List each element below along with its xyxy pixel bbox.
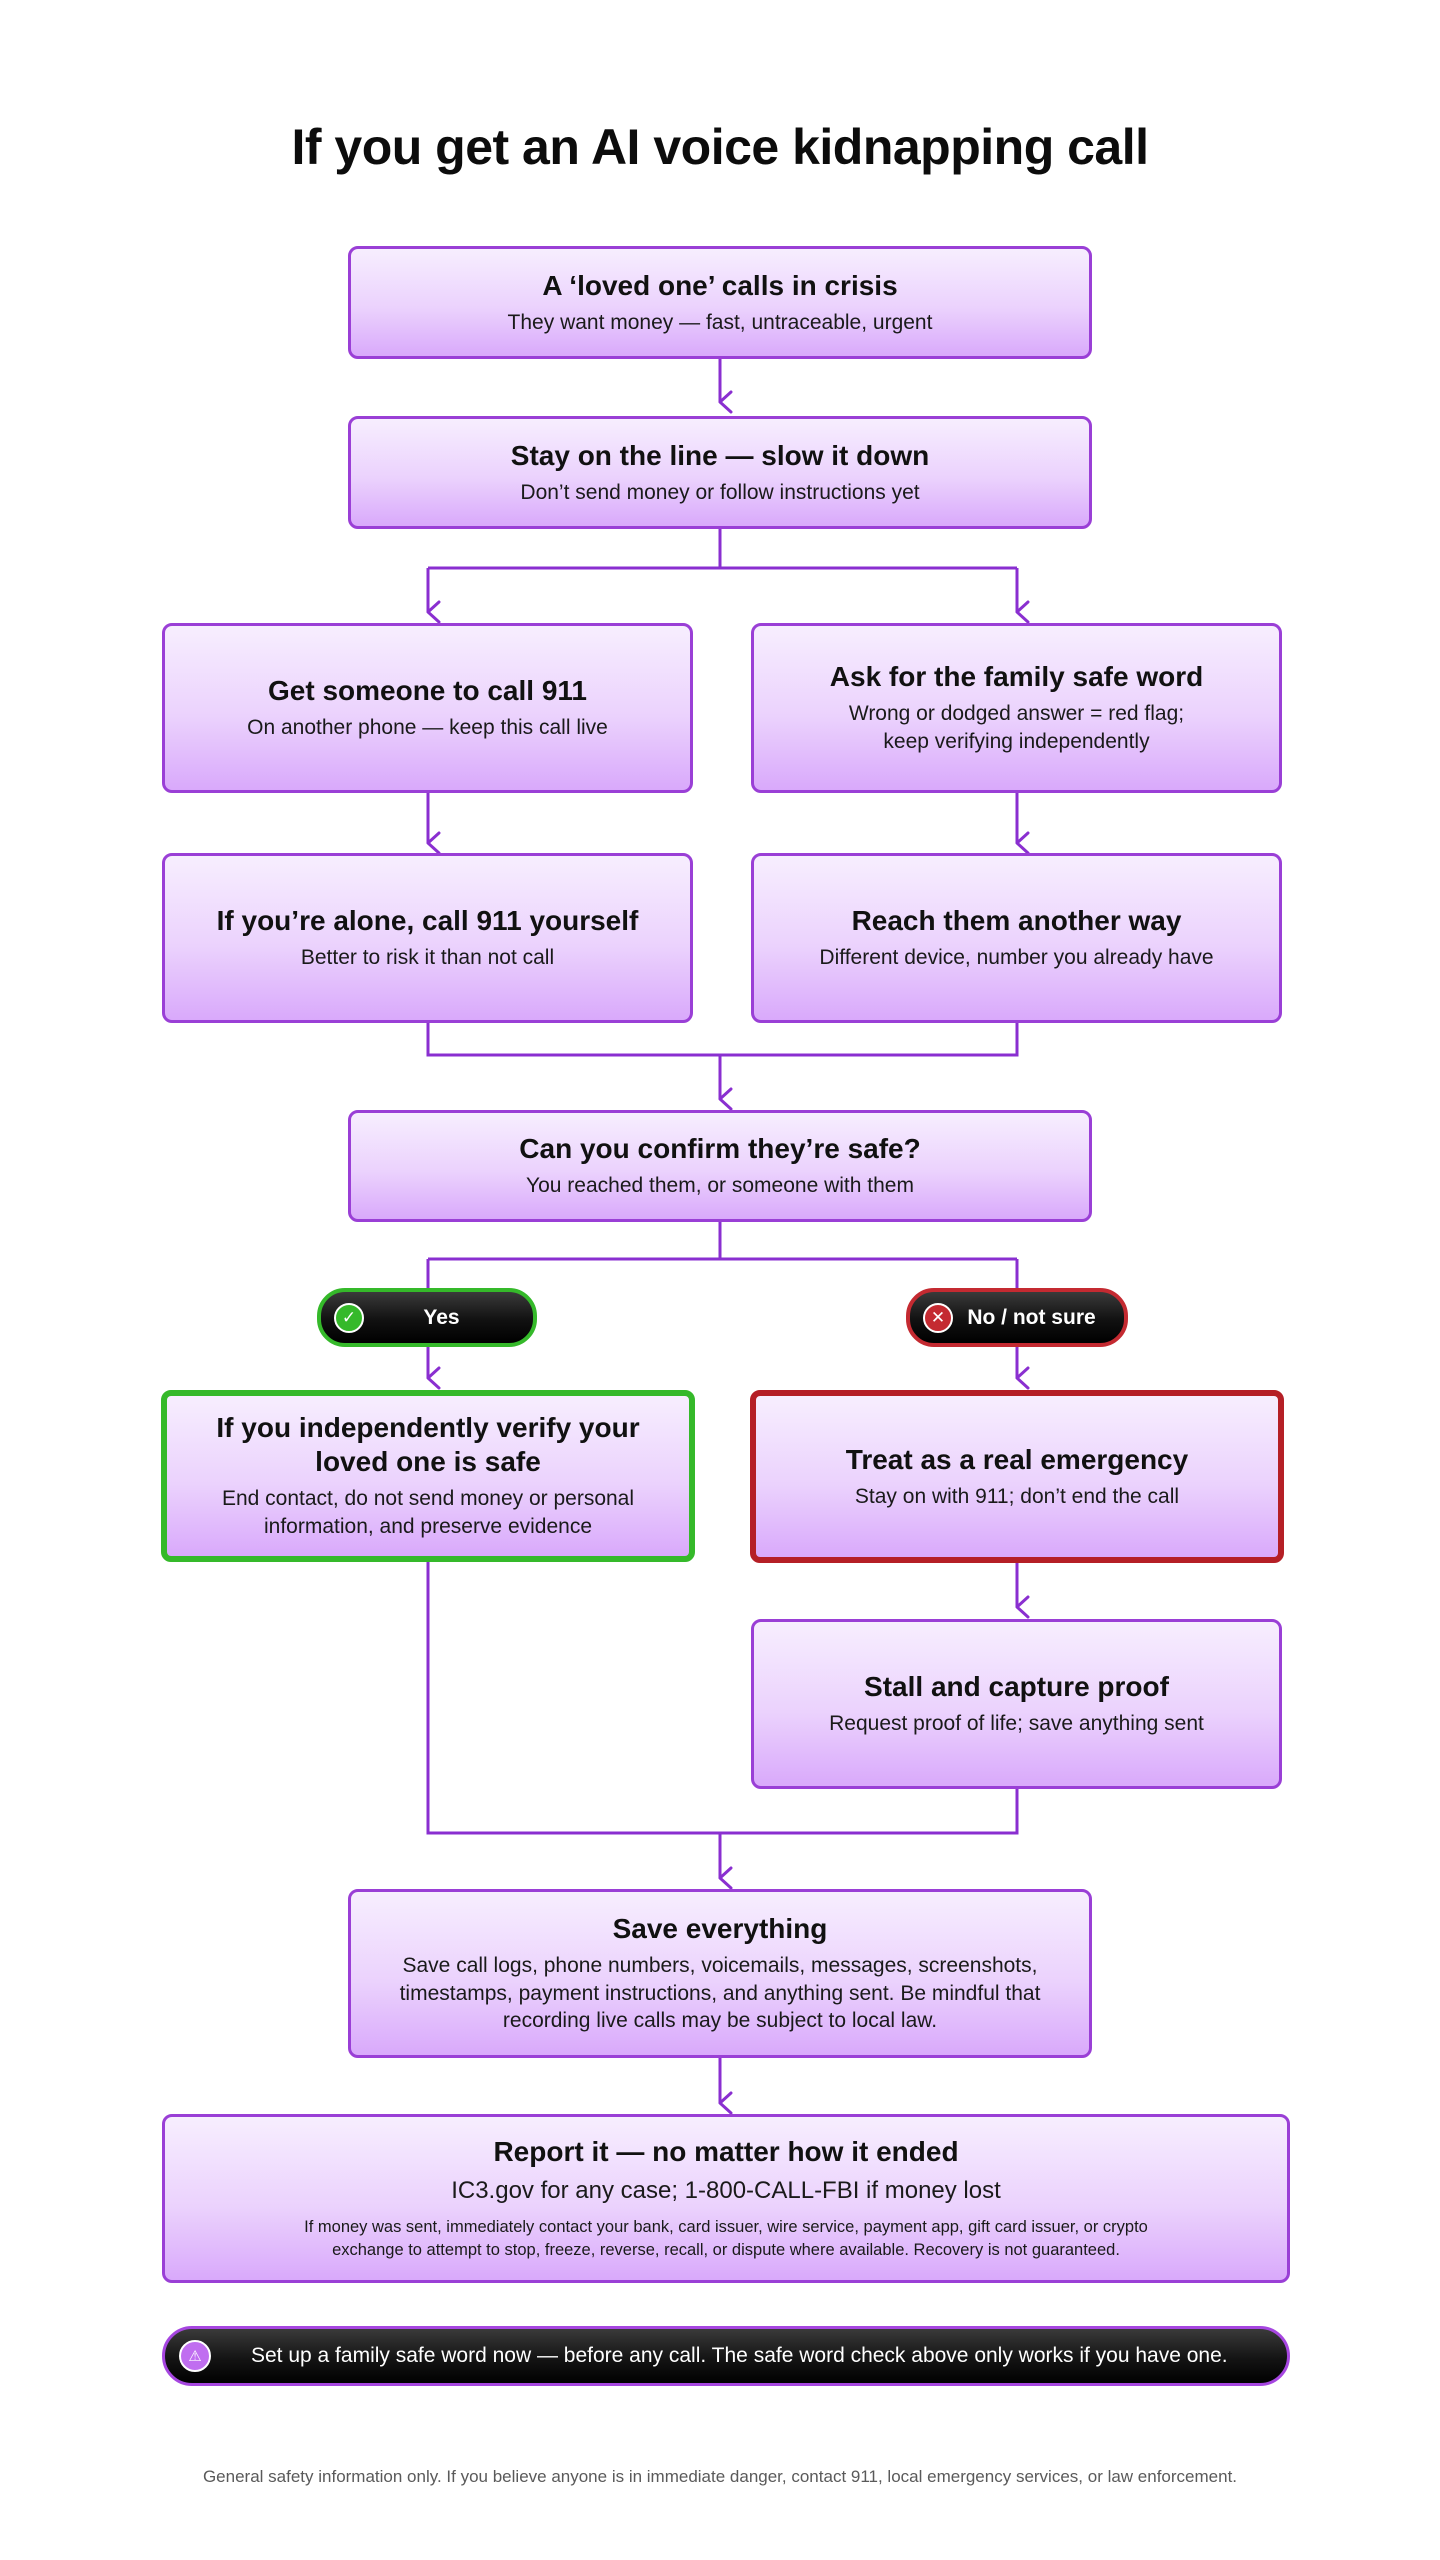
connector-stay-split <box>428 529 1017 570</box>
step-stay-on-line: Stay on the line — slow it down Don’t se… <box>348 416 1092 529</box>
step-save-everything-text: Save call logs, phone numbers, voicemail… <box>399 1954 1041 2033</box>
step-real-emergency-title: Treat as a real emergency <box>845 1443 1189 1475</box>
banner-text: Set up a family safe word now — before a… <box>251 2344 1228 2367</box>
page-title: If you get an AI voice kidnapping call <box>291 119 1149 175</box>
step-crisis-call: A ‘loved one’ calls in crisis They want … <box>348 246 1092 359</box>
branch-yes-badge: ✓ Yes <box>317 1288 537 1347</box>
connector-merge-to-confirm <box>426 1023 1019 1099</box>
branch-yes-label: Yes <box>423 1305 460 1329</box>
step-real-emergency: Treat as a real emergency Stay on with 9… <box>750 1390 1284 1563</box>
branch-no-label: No / not sure <box>967 1305 1096 1329</box>
step-stay-on-line-text: Don’t send money or follow instructions … <box>520 480 920 504</box>
step-report-it-note: If money was sent, immediately contact y… <box>304 2218 1148 2260</box>
step-call-911-title: Get someone to call 911 <box>267 675 588 707</box>
connector-merge-to-save <box>426 1562 1019 1878</box>
step-crisis-call-text: They want money — fast, untraceable, urg… <box>507 310 933 334</box>
branch-no-badge: ✕ No / not sure <box>906 1288 1128 1347</box>
x-icon: ✕ <box>923 1302 953 1333</box>
step-verified-safe-title: If you independently verify your loved o… <box>216 1412 640 1478</box>
step-report-it-title: Report it — no matter how it ended <box>493 2135 959 2167</box>
step-reach-other-text: Different device, number you already hav… <box>819 946 1214 970</box>
connector-confirm-split <box>426 1222 1019 1288</box>
safe-word-banner: ⚠ Set up a family safe word now — before… <box>162 2326 1290 2386</box>
step-safe-word: Ask for the family safe word Wrong or do… <box>751 623 1282 793</box>
step-reach-other-title: Reach them another way <box>851 905 1182 937</box>
step-stall-proof: Stall and capture proof Request proof of… <box>751 1619 1282 1789</box>
warning-icon: ⚠ <box>179 2340 211 2372</box>
step-verified-safe: If you independently verify your loved o… <box>161 1390 695 1562</box>
step-confirm-safe-title: Can you confirm they’re safe? <box>519 1133 921 1165</box>
step-stall-proof-title: Stall and capture proof <box>864 1671 1169 1703</box>
step-alone-call-text: Better to risk it than not call <box>300 946 555 970</box>
step-alone-call: If you’re alone, call 911 yourself Bette… <box>162 853 693 1023</box>
step-confirm-safe: Can you confirm they’re safe? You reache… <box>348 1110 1092 1222</box>
check-icon: ✓ <box>334 1302 364 1333</box>
step-safe-word-text: Wrong or dodged answer = red flag; keep … <box>848 702 1185 754</box>
step-report-it: Report it — no matter how it ended IC3.g… <box>162 2114 1290 2283</box>
step-reach-other: Reach them another way Different device,… <box>751 853 1282 1023</box>
step-confirm-safe-text: You reached them, or someone with them <box>526 1174 914 1198</box>
step-real-emergency-text: Stay on with 911; don’t end the call <box>854 1484 1180 1508</box>
step-save-everything-title: Save everything <box>612 1912 828 1944</box>
step-alone-call-title: If you’re alone, call 911 yourself <box>216 905 639 937</box>
step-stay-on-line-title: Stay on the line — slow it down <box>510 439 930 471</box>
step-stall-proof-text: Request proof of life; save anything sen… <box>829 1712 1204 1736</box>
step-report-it-text: IC3.gov for any case; 1-800-CALL-FBI if … <box>451 2176 1001 2204</box>
step-crisis-call-title: A ‘loved one’ calls in crisis <box>542 269 898 301</box>
step-call-911-text: On another phone — keep this call live <box>247 716 608 740</box>
footer-disclaimer: General safety information only. If you … <box>202 2467 1238 2486</box>
step-safe-word-title: Ask for the family safe word <box>829 661 1204 693</box>
step-verified-safe-text: End contact, do not send money or person… <box>221 1487 635 1539</box>
step-save-everything: Save everything Save call logs, phone nu… <box>348 1889 1092 2058</box>
step-call-911: Get someone to call 911 On another phone… <box>162 623 693 793</box>
